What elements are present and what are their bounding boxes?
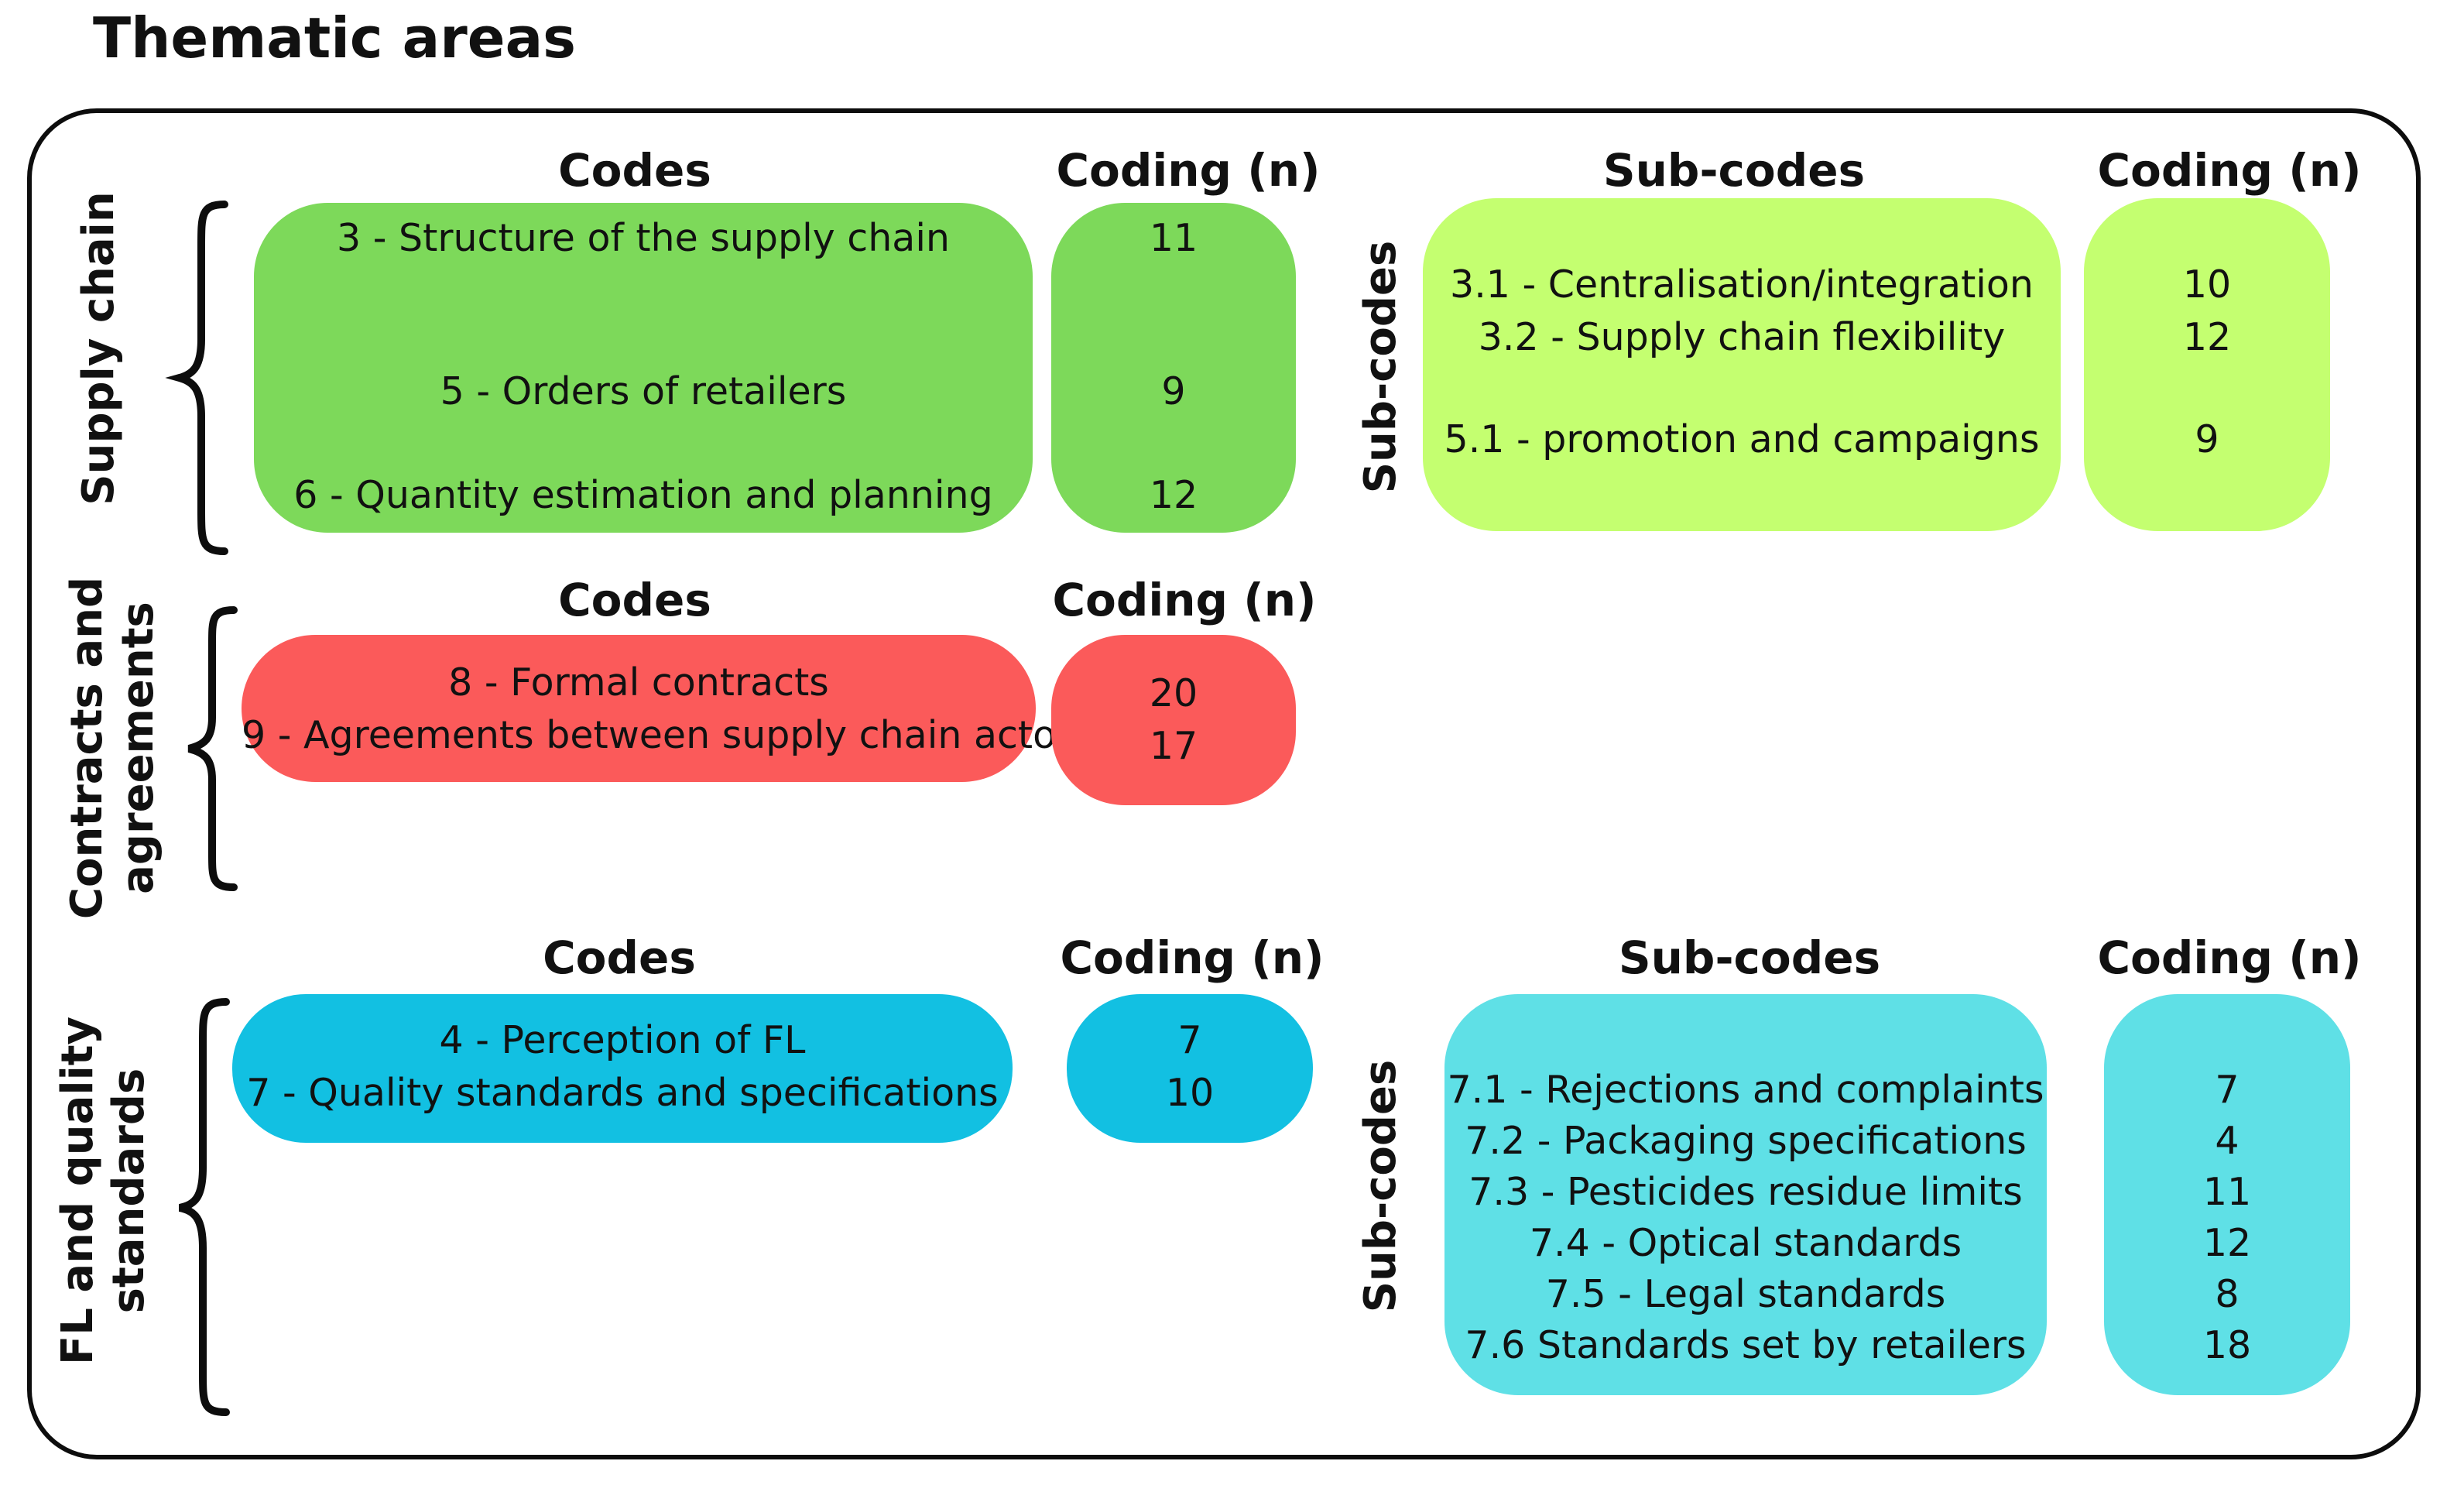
coding-value: 12 — [2202, 1221, 2252, 1265]
coding-header: Coding (n) — [2097, 931, 2362, 984]
contracts-label-line-1: Contracts and — [62, 576, 112, 920]
coding-value: 11 — [2202, 1170, 2252, 1214]
supply-chain-sub-codes-box: 3.1 - Centralisation/integration 3.2 - S… — [1423, 198, 2061, 531]
coding-value: 12 — [1149, 473, 1198, 517]
sub-code-7-4: 7.4 - Optical standards — [1529, 1221, 1962, 1265]
coding-value: 7 — [2215, 1068, 2240, 1112]
codes-header: Codes — [543, 931, 696, 984]
contracts-brace — [187, 606, 238, 891]
page-title: Thematic areas — [93, 5, 577, 70]
coding-value: 9 — [1161, 369, 1186, 413]
contracts-coding-box: 20 17 — [1051, 635, 1296, 805]
sub-code-3-2: 3.2 - Supply chain flexibility — [1478, 315, 2006, 359]
coding-value: 20 — [1149, 671, 1198, 715]
sub-codes-label: Sub-codes — [1355, 1059, 1406, 1313]
coding-value: 11 — [1149, 216, 1198, 260]
sub-codes-header: Sub-codes — [1618, 931, 1881, 984]
sub-code-7-5: 7.5 - Legal standards — [1545, 1272, 1946, 1316]
coding-header: Coding (n) — [1060, 931, 1325, 984]
code-3: 3 - Structure of the supply chain — [337, 216, 950, 260]
contracts-label-line-2: agreements — [113, 602, 163, 894]
supply-chain-label: Supply chain — [74, 191, 124, 506]
sub-code-3-1: 3.1 - Centralisation/integration — [1450, 262, 2034, 307]
fl-quality-sub-coding-box: 7 4 11 12 8 18 — [2104, 994, 2350, 1395]
code-8: 8 - Formal contracts — [448, 660, 829, 705]
coding-header: Coding (n) — [1052, 574, 1317, 626]
codes-header: Codes — [558, 574, 711, 626]
fl-quality-brace — [178, 998, 230, 1416]
code-7: 7 - Quality standards and specifications — [246, 1071, 999, 1115]
fl-quality-label-line-1: FL and quality — [53, 1016, 103, 1366]
contracts-codes-box: 8 - Formal contracts 9 - Agreements betw… — [242, 635, 1091, 782]
coding-value: 18 — [2202, 1323, 2252, 1367]
sub-codes-header: Sub-codes — [1602, 144, 1866, 197]
code-4: 4 - Perception of FL — [439, 1018, 806, 1062]
fl-quality-label: FL and quality standards — [53, 1017, 155, 1365]
supply-chain-coding-box: 11 9 12 — [1051, 203, 1296, 533]
sub-code-7-3: 7.3 - Pesticides residue limits — [1468, 1170, 2023, 1214]
supply-chain-codes-box: 3 - Structure of the supply chain 5 - Or… — [254, 203, 1033, 533]
sub-code-7-6: 7.6 Standards set by retailers — [1465, 1323, 2027, 1367]
coding-value: 17 — [1149, 724, 1198, 768]
code-9: 9 - Agreements between supply chain acto… — [242, 713, 1091, 757]
code-5: 5 - Orders of retailers — [440, 369, 847, 413]
sub-code-7-2: 7.2 - Packaging specifications — [1465, 1119, 2027, 1163]
coding-value: 12 — [2182, 315, 2232, 359]
code-6: 6 - Quantity estimation and planning — [293, 473, 993, 517]
coding-value: 7 — [1177, 1018, 1202, 1062]
fl-quality-sub-codes-box: 7.1 - Rejections and complaints 7.2 - Pa… — [1444, 994, 2047, 1395]
coding-value: 4 — [2215, 1119, 2240, 1163]
fl-quality-coding-box: 7 10 — [1067, 994, 1313, 1143]
coding-value: 10 — [1165, 1071, 1215, 1115]
coding-value: 9 — [2195, 417, 2219, 461]
sub-code-5-1: 5.1 - promotion and campaigns — [1444, 417, 2040, 461]
codes-header: Codes — [558, 144, 711, 197]
coding-value: 10 — [2182, 262, 2232, 307]
thematic-areas-frame — [27, 108, 2421, 1459]
sub-codes-label: Sub-codes — [1355, 240, 1406, 494]
fl-quality-codes-box: 4 - Perception of FL 7 - Quality standar… — [232, 994, 1013, 1143]
contracts-label: Contracts and agreements — [62, 577, 164, 919]
fl-quality-label-line-2: standards — [104, 1068, 154, 1314]
supply-chain-sub-coding-box: 10 12 9 — [2084, 198, 2330, 531]
coding-header: Coding (n) — [2097, 144, 2362, 197]
coding-value: 8 — [2215, 1272, 2240, 1316]
coding-header: Coding (n) — [1056, 144, 1321, 197]
supply-chain-brace — [165, 201, 228, 555]
sub-code-7-1: 7.1 - Rejections and complaints — [1447, 1068, 2044, 1112]
